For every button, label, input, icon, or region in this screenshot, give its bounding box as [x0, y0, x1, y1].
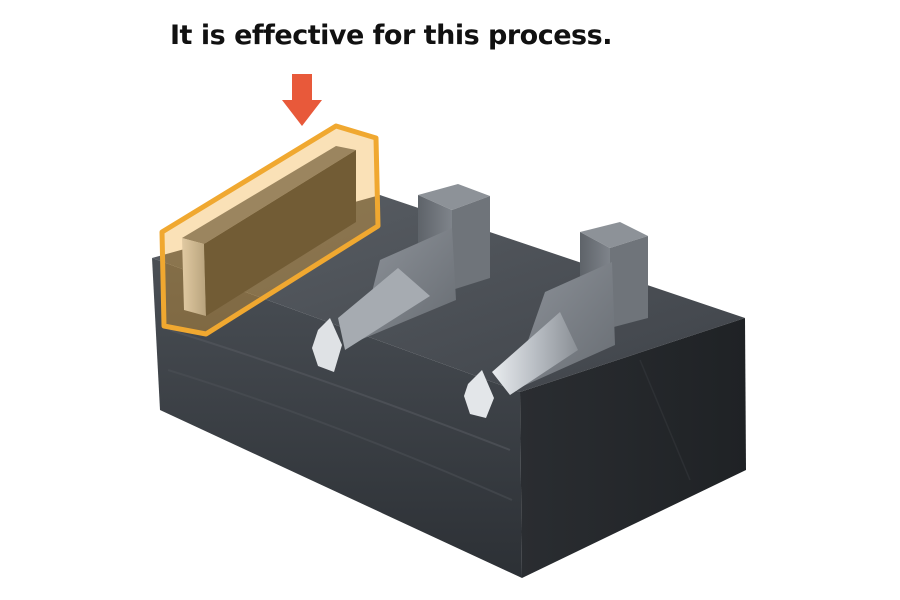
caption-text: It is effective for this process.	[170, 20, 612, 51]
bar-top-face	[182, 146, 356, 244]
tool-1-shank-side	[452, 196, 490, 290]
tool-1-tip	[312, 318, 342, 372]
tool-2-shank-top	[580, 222, 648, 248]
tool-2-tip	[464, 370, 494, 418]
highlight-frame	[159, 123, 381, 337]
tool-1-edge	[338, 268, 430, 350]
tool-2-shiny-face	[492, 312, 578, 395]
block-front-face	[152, 258, 522, 578]
down-arrow-icon	[282, 74, 322, 126]
block-side-face	[520, 318, 746, 578]
bar-side-face	[204, 150, 356, 316]
tool-1-shank-top	[418, 184, 490, 210]
bar-front-face	[182, 238, 206, 316]
tool-2-shank-side	[610, 236, 648, 328]
